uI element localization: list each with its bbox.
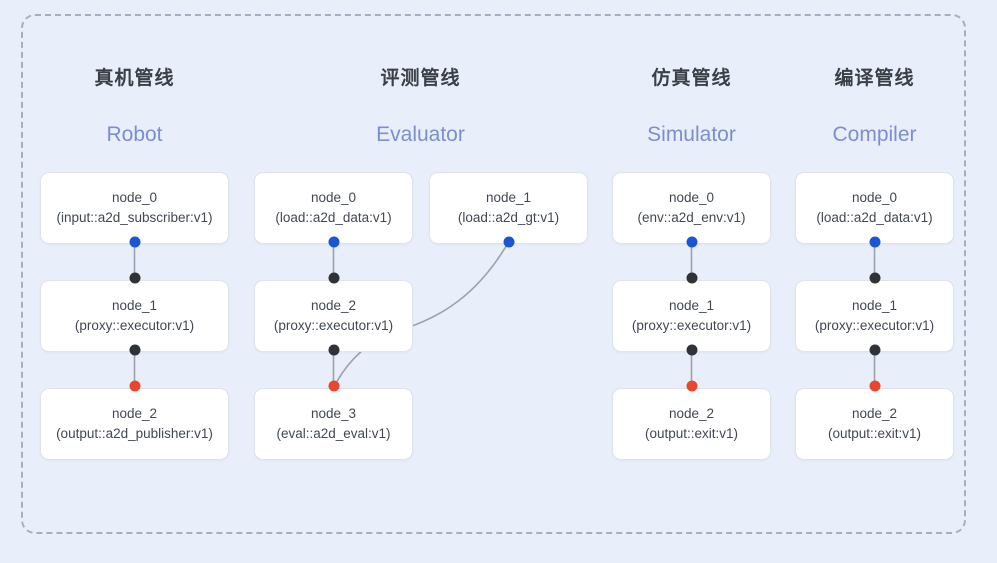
node-name: node_1: [668, 298, 715, 314]
node-evaluator-node_2[interactable]: node_2 (proxy::executor:v1): [254, 280, 413, 352]
port-output-compiler-node_1[interactable]: [869, 344, 880, 356]
port-input-simulator-node_2[interactable]: [686, 380, 697, 392]
port-input-compiler-node_2[interactable]: [869, 380, 880, 392]
node-spec: (output::a2d_publisher:v1): [56, 426, 213, 441]
node-spec: (eval::a2d_eval:v1): [276, 426, 391, 441]
pipeline-group-frame: [21, 14, 966, 534]
column-title-cn-robot: 真机管线: [94, 68, 175, 89]
node-compiler-node_1[interactable]: node_1 (proxy::executor:v1): [795, 280, 954, 352]
node-robot-node_0[interactable]: node_0 (input::a2d_subscriber:v1): [40, 172, 229, 244]
node-name: node_1: [851, 298, 898, 314]
node-evaluator-node_1[interactable]: node_1 (load::a2d_gt:v1): [429, 172, 588, 244]
node-name: node_2: [668, 406, 715, 422]
node-robot-node_1[interactable]: node_1 (proxy::executor:v1): [40, 280, 229, 352]
node-name: node_2: [310, 298, 357, 314]
node-spec: (input::a2d_subscriber:v1): [56, 210, 213, 225]
column-header-robot: 真机管线 Robot: [40, 63, 229, 147]
column-title-cn-evaluator: 评测管线: [380, 68, 461, 89]
port-input-simulator-node_1[interactable]: [686, 272, 697, 284]
port-output-compiler-node_0[interactable]: [869, 236, 880, 248]
node-compiler-node_2[interactable]: node_2 (output::exit:v1): [795, 388, 954, 460]
node-name: node_0: [111, 190, 158, 206]
node-spec: (proxy::executor:v1): [74, 318, 195, 333]
port-output-evaluator-node_0[interactable]: [328, 236, 339, 248]
node-spec: (env::a2d_env:v1): [637, 210, 746, 225]
node-spec: (proxy::executor:v1): [273, 318, 394, 333]
column-title-en-robot: Robot: [106, 123, 163, 146]
node-simulator-node_2[interactable]: node_2 (output::exit:v1): [612, 388, 771, 460]
port-input-compiler-node_1[interactable]: [869, 272, 880, 284]
node-simulator-node_0[interactable]: node_0 (env::a2d_env:v1): [612, 172, 771, 244]
port-input-robot-node_2[interactable]: [129, 380, 140, 392]
column-header-evaluator: 评测管线 Evaluator: [254, 63, 587, 147]
port-output-simulator-node_0[interactable]: [686, 236, 697, 248]
node-evaluator-node_3[interactable]: node_3 (eval::a2d_eval:v1): [254, 388, 413, 460]
port-output-robot-node_1[interactable]: [129, 344, 140, 356]
node-robot-node_2[interactable]: node_2 (output::a2d_publisher:v1): [40, 388, 229, 460]
node-name: node_0: [310, 190, 357, 206]
port-output-evaluator-node_1[interactable]: [503, 236, 514, 248]
node-spec: (load::a2d_gt:v1): [457, 210, 560, 225]
node-spec: (output::exit:v1): [827, 426, 922, 441]
port-output-simulator-node_1[interactable]: [686, 344, 697, 356]
column-header-compiler: 编译管线 Compiler: [795, 63, 954, 147]
node-name: node_0: [668, 190, 715, 206]
node-compiler-node_0[interactable]: node_0 (load::a2d_data:v1): [795, 172, 954, 244]
node-name: node_0: [851, 190, 898, 206]
port-input-robot-node_1[interactable]: [129, 272, 140, 284]
column-title-cn-simulator: 仿真管线: [651, 68, 732, 89]
port-output-robot-node_0[interactable]: [129, 236, 140, 248]
node-spec: (proxy::executor:v1): [814, 318, 935, 333]
node-spec: (proxy::executor:v1): [631, 318, 752, 333]
node-name: node_1: [485, 190, 532, 206]
port-input-evaluator-node_3[interactable]: [328, 380, 339, 392]
column-title-en-compiler: Compiler: [832, 123, 917, 146]
node-simulator-node_1[interactable]: node_1 (proxy::executor:v1): [612, 280, 771, 352]
node-spec: (output::exit:v1): [644, 426, 739, 441]
node-spec: (load::a2d_data:v1): [275, 210, 392, 225]
port-output-evaluator-node_2[interactable]: [328, 344, 339, 356]
column-header-simulator: 仿真管线 Simulator: [612, 63, 771, 147]
column-title-en-simulator: Simulator: [647, 123, 736, 146]
node-name: node_2: [851, 406, 898, 422]
column-title-en-evaluator: Evaluator: [376, 123, 465, 146]
node-name: node_3: [310, 406, 357, 422]
column-title-cn-compiler: 编译管线: [834, 68, 915, 89]
node-evaluator-node_0[interactable]: node_0 (load::a2d_data:v1): [254, 172, 413, 244]
node-spec: (load::a2d_data:v1): [816, 210, 933, 225]
node-name: node_2: [111, 406, 158, 422]
port-input-evaluator-node_2[interactable]: [328, 272, 339, 284]
node-name: node_1: [111, 298, 158, 314]
